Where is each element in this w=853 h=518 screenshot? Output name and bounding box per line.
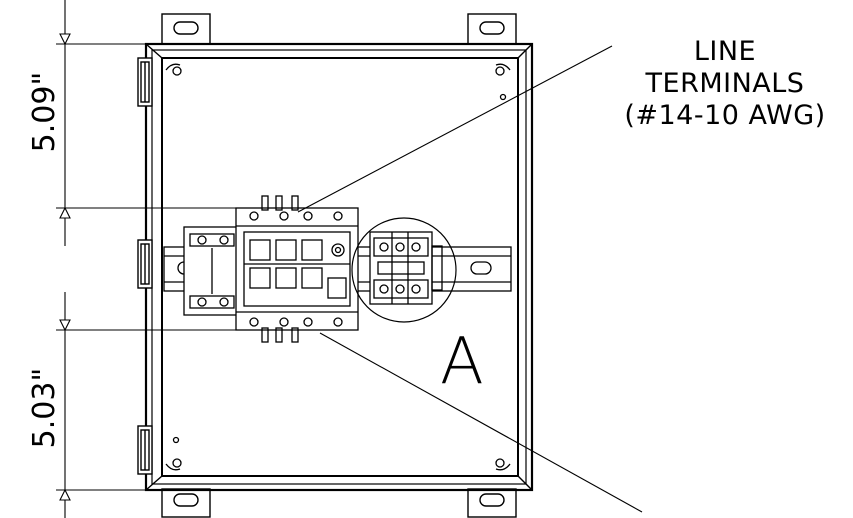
dimension-bottom xyxy=(56,292,240,518)
mounting-foot-bottom-right xyxy=(467,488,517,518)
detail-circle xyxy=(351,217,457,323)
callout-line-3: (#14-10 AWG) xyxy=(624,100,826,131)
left-terminal-block xyxy=(183,226,241,316)
right-terminal-block xyxy=(369,231,443,305)
dimension-top xyxy=(56,0,240,246)
mounting-foot-top-left xyxy=(161,13,211,45)
dimension-bottom-label: 5.03" xyxy=(27,367,62,449)
mounting-foot-bottom-left xyxy=(161,488,211,518)
dimension-top-label: 5.09" xyxy=(27,71,62,153)
leader-lines xyxy=(297,45,643,513)
mounting-foot-top-right xyxy=(467,13,517,45)
callout-line-1: LINE xyxy=(693,36,757,67)
line-terminals-callout: LINE TERMINALS (#14-10 AWG) xyxy=(600,38,850,134)
detail-label: A xyxy=(440,325,484,399)
callout-line-2: TERMINALS xyxy=(645,68,805,99)
hinges xyxy=(137,57,153,475)
main-contactor-block xyxy=(235,195,359,343)
corner-screws xyxy=(165,63,511,471)
